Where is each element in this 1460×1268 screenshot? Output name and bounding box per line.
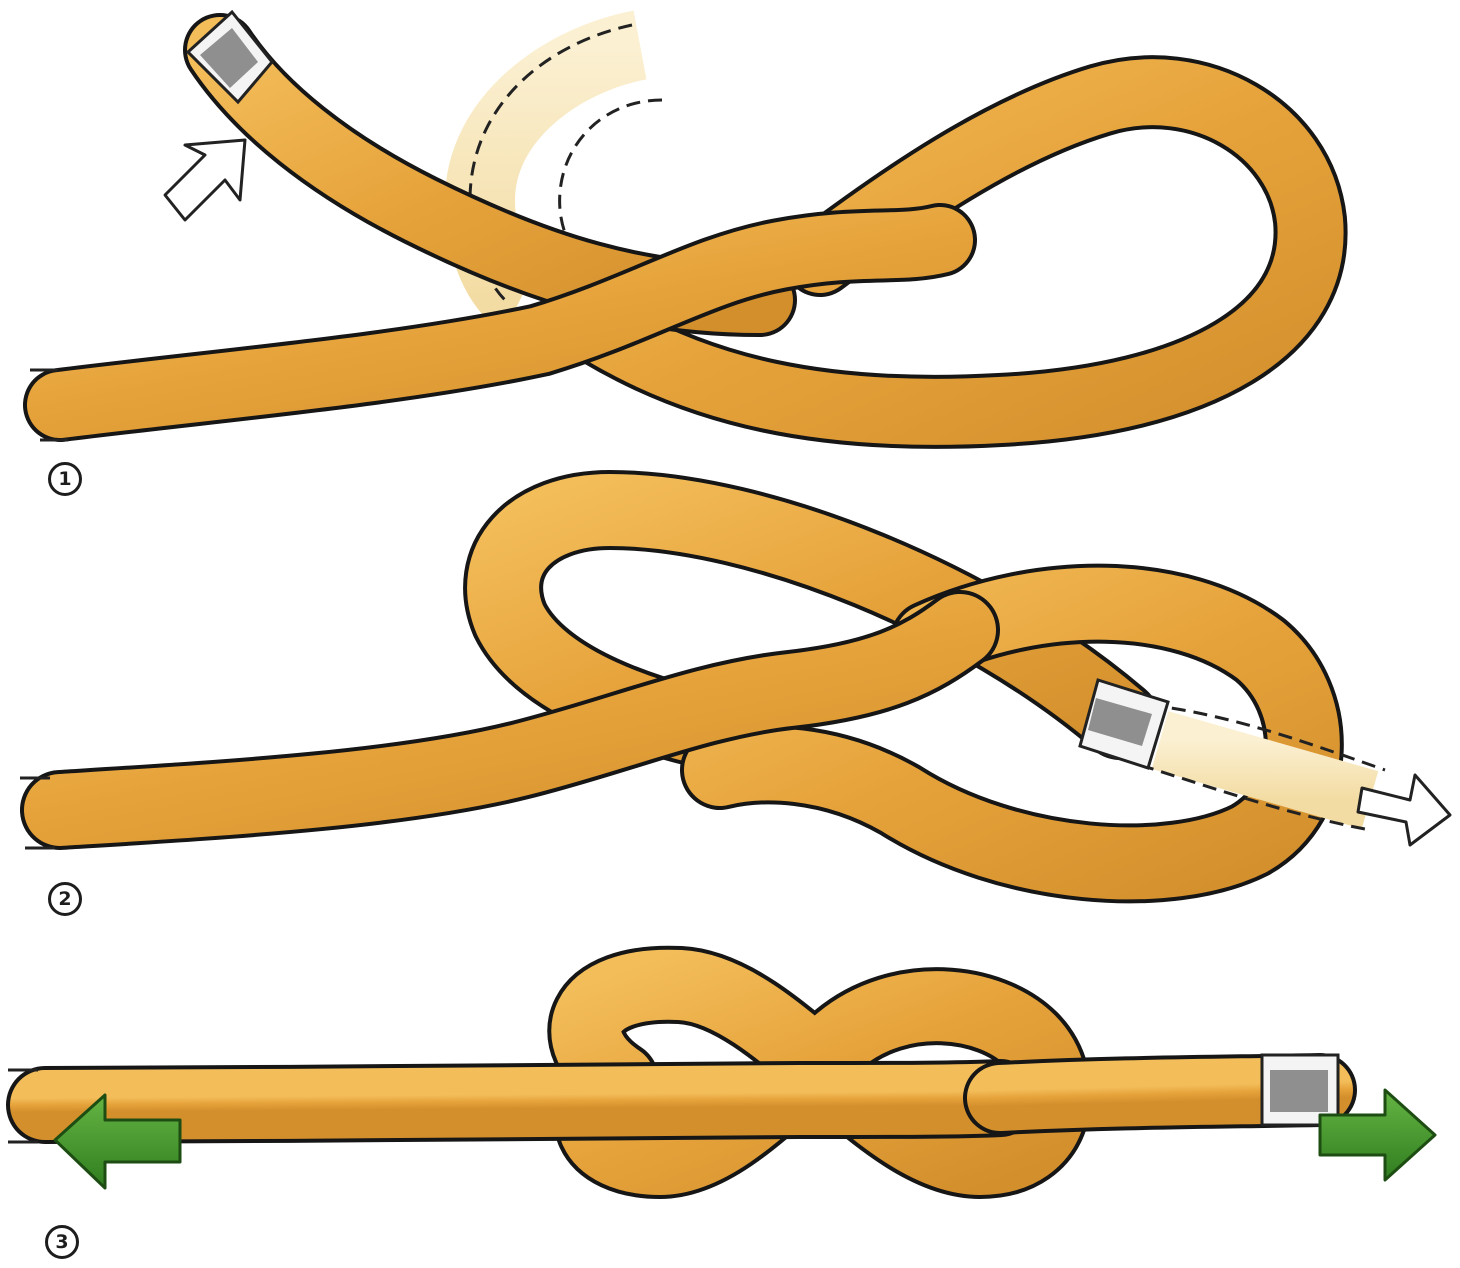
step-1-number: 1 bbox=[58, 468, 71, 490]
hollow-arrow-up-right-icon bbox=[165, 140, 245, 220]
step-3-main-line bbox=[8, 1070, 1320, 1142]
step-3-number-badge: 3 bbox=[45, 1225, 79, 1259]
step-2-taped-end-icon bbox=[1080, 680, 1168, 768]
step-2-number-badge: 2 bbox=[48, 882, 82, 916]
step-3-illustration bbox=[8, 985, 1435, 1188]
step-2-illustration bbox=[20, 510, 1450, 863]
step-1-number-badge: 1 bbox=[48, 462, 82, 496]
step-1-illustration bbox=[30, 12, 1311, 440]
step-3-number: 3 bbox=[55, 1231, 68, 1253]
step-2-number: 2 bbox=[58, 888, 71, 910]
